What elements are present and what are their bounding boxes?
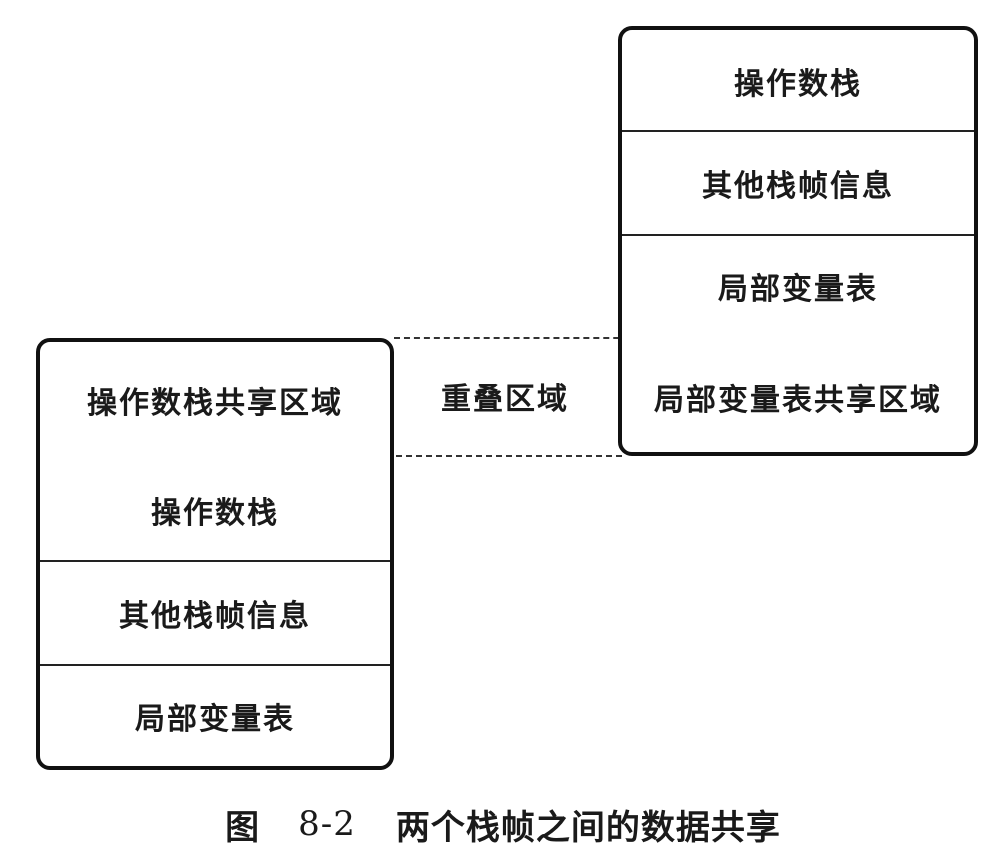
- lower-stack-frame: 操作数栈共享区域 操作数栈 其他栈帧信息 局部变量表: [36, 338, 394, 770]
- caption-title: 两个栈帧之间的数据共享: [395, 807, 781, 848]
- figure-caption: 图 8-2 两个栈帧之间的数据共享: [0, 796, 1006, 852]
- upper-other-frame-info: 其他栈帧信息: [702, 169, 894, 204]
- upper-stack-frame: 操作数栈 其他栈帧信息 局部变量表 局部变量表共享区域: [618, 26, 978, 456]
- caption-figure-number: 8-2: [298, 804, 356, 844]
- lower-local-variable-table: 局部变量表: [135, 702, 295, 737]
- caption-prefix: 图: [225, 807, 261, 848]
- upper-local-variable-shared-area: 局部变量表共享区域: [654, 383, 942, 418]
- upper-operand-stack: 操作数栈: [734, 67, 862, 102]
- upper-divider: [622, 130, 974, 132]
- lower-operand-stack: 操作数栈: [151, 496, 279, 531]
- upper-local-variable-table: 局部变量表: [718, 272, 878, 307]
- upper-divider: [622, 234, 974, 236]
- lower-divider: [40, 560, 390, 562]
- overlap-region-label: 重叠区域: [441, 382, 569, 417]
- lower-divider: [40, 664, 390, 666]
- lower-operand-stack-shared-area: 操作数栈共享区域: [87, 386, 343, 421]
- lower-other-frame-info: 其他栈帧信息: [119, 599, 311, 634]
